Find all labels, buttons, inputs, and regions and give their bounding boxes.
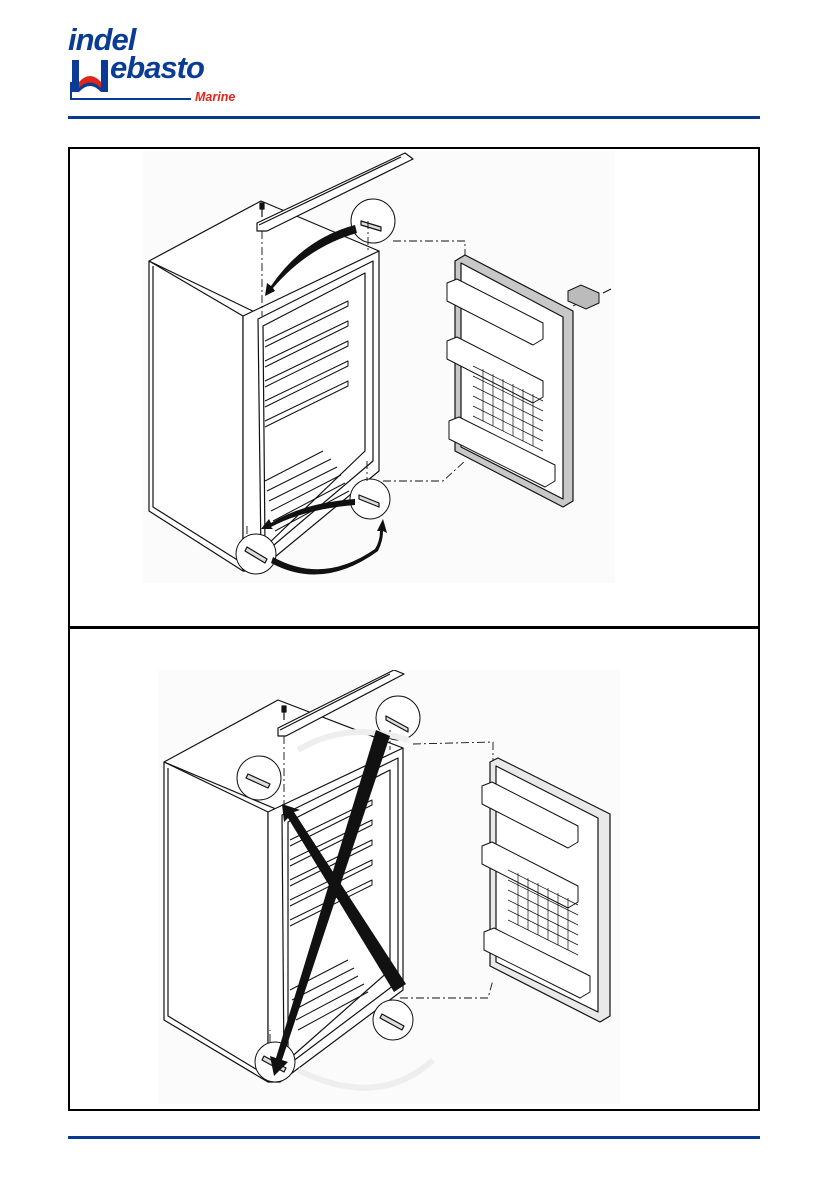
logo-text-webasto: ebasto bbox=[110, 50, 205, 85]
cabinet-front bbox=[242, 250, 380, 572]
figure-1-hinge-swap bbox=[143, 151, 615, 583]
arrow-bottom-1 bbox=[261, 499, 355, 529]
door-shelves bbox=[481, 781, 591, 999]
logo-frame-line bbox=[70, 82, 72, 99]
cabinet-side bbox=[163, 761, 269, 1083]
door bbox=[481, 757, 611, 1023]
figure-frame bbox=[68, 147, 760, 1111]
figure-2-hinge-relocation bbox=[158, 670, 620, 1104]
top-trim-strip bbox=[277, 670, 405, 737]
logo-w-mark-icon bbox=[72, 60, 108, 92]
door-grid bbox=[507, 869, 579, 956]
swap-arrows bbox=[261, 225, 387, 575]
logo-text-indel: indel bbox=[68, 22, 136, 57]
brand-logo: indel ebasto Marine bbox=[66, 22, 246, 106]
faded-path-hints bbox=[296, 729, 436, 1091]
hinge-detail-top-left bbox=[236, 755, 282, 801]
arrow-bottom-2 bbox=[271, 519, 387, 575]
door-grid bbox=[472, 365, 544, 452]
panel-divider bbox=[70, 626, 758, 629]
logo-text-marine: Marine bbox=[195, 90, 236, 104]
figure-2-drawing bbox=[163, 670, 611, 1091]
figure-1-drawing bbox=[148, 152, 612, 575]
hinge-detail-top bbox=[350, 198, 396, 244]
door-shelves bbox=[446, 278, 556, 488]
logo-underline bbox=[70, 98, 191, 100]
arrow-top-right-to-bottom-left bbox=[270, 730, 390, 1076]
door-handle bbox=[567, 284, 612, 310]
cabinet-side bbox=[148, 260, 244, 572]
top-trim-strip bbox=[256, 152, 414, 232]
relocation-arrows bbox=[270, 730, 406, 1076]
arrow-bottom-right-to-top-left bbox=[282, 804, 406, 992]
door bbox=[446, 254, 574, 508]
header-rule bbox=[68, 116, 760, 119]
arrow-top bbox=[265, 225, 357, 296]
footer-rule bbox=[68, 1136, 760, 1139]
